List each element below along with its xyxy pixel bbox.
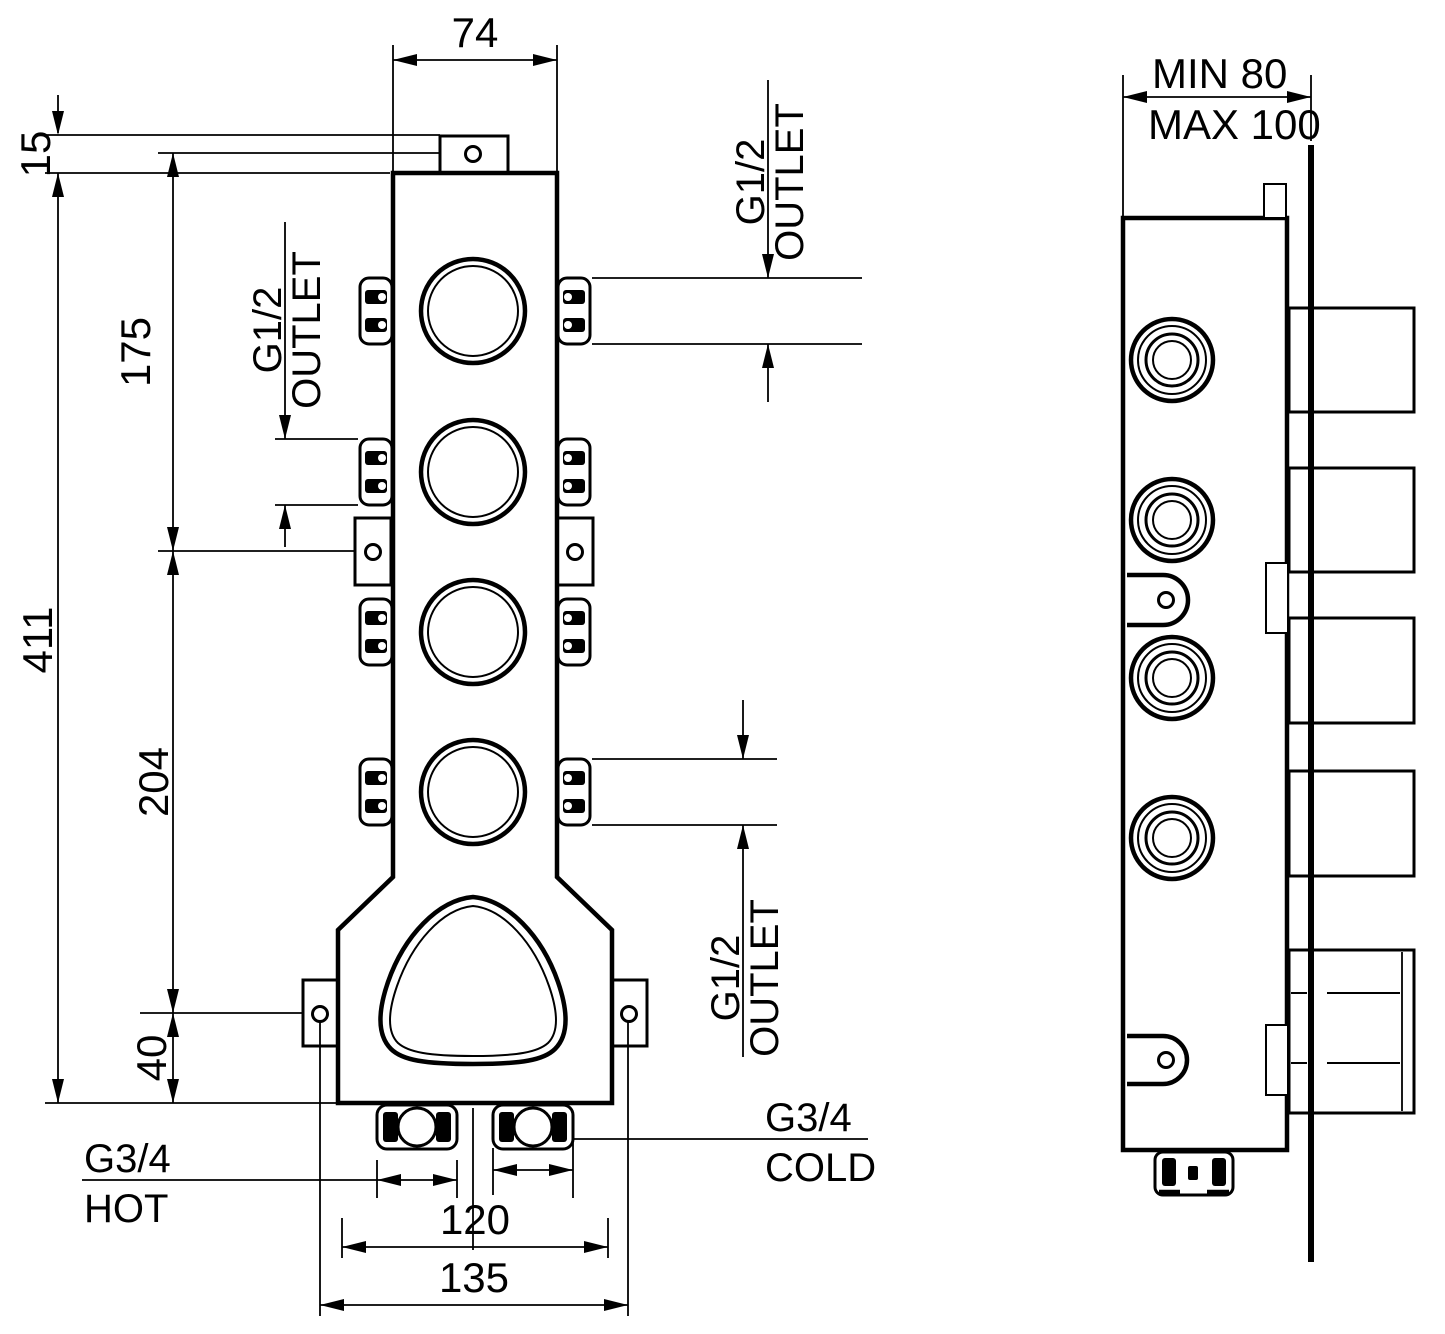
trim-plate-2	[1287, 466, 1416, 574]
side-inlet-fitting	[1153, 1150, 1235, 1197]
bottom-spacer-plate	[1265, 1024, 1289, 1096]
valve-bore-2	[418, 417, 528, 527]
side-port-right-3	[556, 597, 592, 667]
front-view: 74 15 411 175 204	[12, 9, 876, 1316]
outlet-top-right-word: OUTLET	[768, 103, 812, 261]
label-outlet-left: G1/2 OUTLET	[246, 222, 358, 547]
side-port-end-2	[1128, 476, 1216, 564]
side-port-left-2	[358, 437, 394, 507]
valve-bore-3	[418, 577, 528, 687]
valve-bore-4	[418, 737, 528, 847]
cold-thread: G3/4	[765, 1096, 852, 1140]
inlet-port-cold	[491, 1103, 575, 1151]
trim-plate-1	[1287, 306, 1416, 414]
outlet-bottom-right-thread: G1/2	[704, 935, 748, 1022]
side-port-right-4	[556, 757, 592, 827]
outlet-bottom-right-word: OUTLET	[743, 899, 787, 1057]
dim-depth: MIN 80 MAX 100	[1122, 50, 1321, 216]
mounting-tab-mid-right	[555, 516, 595, 587]
trim-plate-4	[1287, 769, 1416, 878]
side-port-left-3	[358, 597, 394, 667]
cold-word: COLD	[765, 1146, 876, 1190]
dim-label-120: 120	[440, 1196, 510, 1243]
valve-bore-1	[418, 256, 528, 366]
mounting-tab-bottom-left	[301, 978, 342, 1048]
mounting-tab-mid-left	[353, 516, 393, 587]
outlet-top-right-thread: G1/2	[729, 139, 773, 226]
side-port-left-1	[358, 276, 394, 346]
label-outlet-bottom-right: G1/2 OUTLET	[592, 700, 787, 1057]
side-port-right-2	[556, 437, 592, 507]
side-port-end-3	[1128, 634, 1216, 722]
dim-label-135: 135	[439, 1254, 509, 1301]
dim-label-40: 40	[128, 1035, 175, 1082]
label-cold: G3/4 COLD	[492, 1096, 876, 1198]
hot-thread: G3/4	[84, 1137, 171, 1181]
trim-handle-box	[1287, 948, 1416, 1115]
dim-label-411: 411	[14, 607, 61, 674]
dim-pitch-chain: 175 204 40	[112, 152, 467, 1103]
side-port-right-1	[556, 276, 592, 346]
dim-top-width: 74	[392, 9, 558, 171]
outlet-left-thread: G1/2	[246, 287, 290, 374]
trim-plate-3	[1287, 616, 1416, 725]
label-hot: G3/4 HOT	[82, 1108, 474, 1250]
dim-label-15: 15	[12, 131, 59, 178]
dim-inlet-width: 120	[341, 1196, 609, 1258]
label-outlet-top-right: G1/2 OUTLET	[592, 80, 862, 402]
dim-label-175: 175	[112, 317, 159, 387]
dim-label-max100: MAX 100	[1148, 101, 1321, 148]
bracket-screw-hole	[464, 145, 482, 163]
side-view: MIN 80 MAX 100	[1120, 50, 1416, 1262]
dim-tab-width: 135	[319, 1022, 629, 1316]
side-tab-mid	[1127, 572, 1191, 628]
side-outlet-ports	[358, 276, 592, 827]
outlet-left-word: OUTLET	[285, 251, 329, 409]
side-port-end-1	[1128, 316, 1216, 404]
lower-opening	[378, 894, 568, 1067]
mid-spacer-plate	[1265, 562, 1289, 634]
mounting-bracket-top	[438, 134, 510, 175]
dim-label-204: 204	[130, 747, 177, 817]
dim-left-chain: 15 411	[12, 95, 440, 1104]
side-port-end-4	[1128, 794, 1216, 882]
dim-label-74: 74	[452, 9, 499, 56]
side-port-left-4	[358, 757, 394, 827]
inlet-port-hot	[375, 1103, 459, 1151]
hot-word: HOT	[84, 1187, 168, 1231]
side-tab-bottom	[1127, 1033, 1190, 1087]
top-spacer-plate	[1263, 183, 1287, 219]
dim-label-min80: MIN 80	[1152, 50, 1287, 97]
